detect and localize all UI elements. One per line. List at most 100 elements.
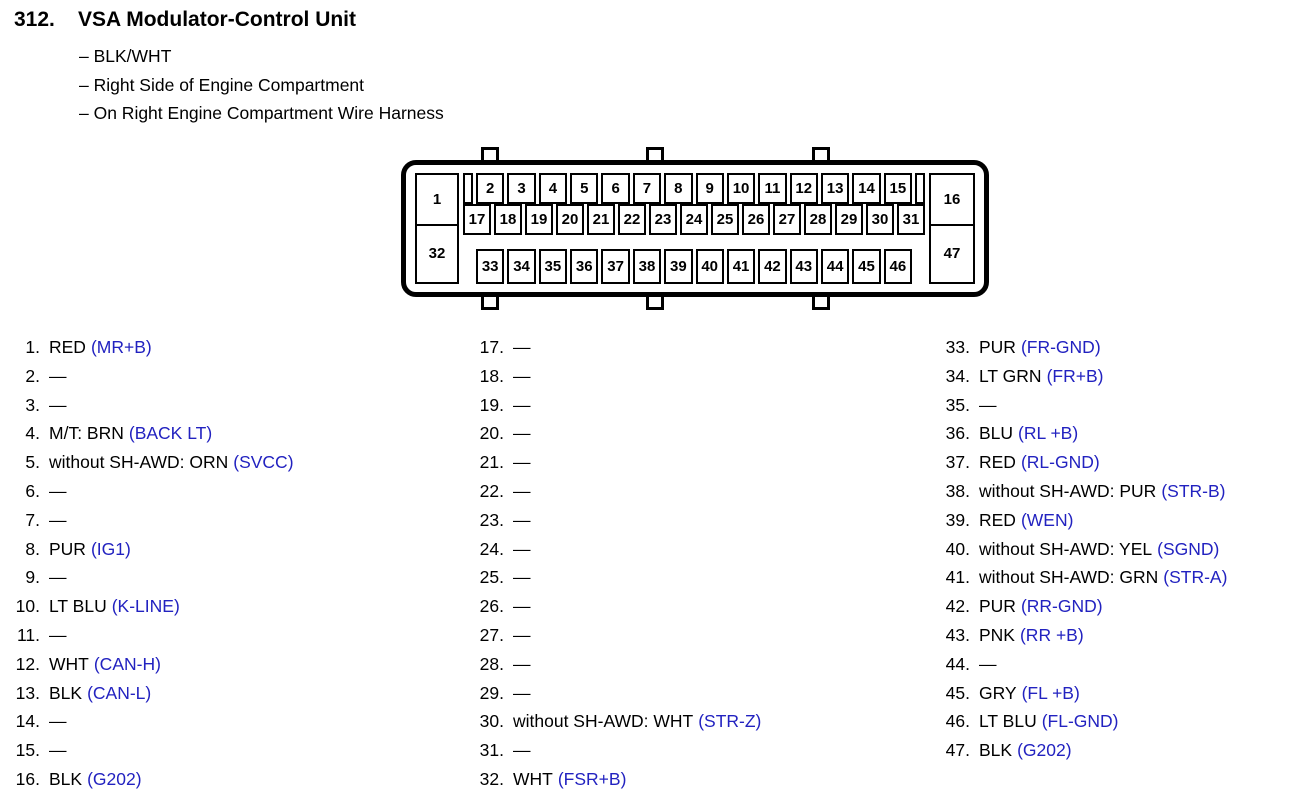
- subtitle-location: – Right Side of Engine Compartment: [79, 74, 365, 95]
- pin-number: 8.: [25, 538, 40, 559]
- pin-number: 45.: [945, 682, 970, 703]
- pin-number: 43.: [945, 624, 970, 645]
- pin-entry-21: 21.—: [470, 448, 761, 477]
- pin-entry-12: 12.WHT(CAN-H): [10, 650, 294, 679]
- connector-pin-34: 34: [507, 249, 536, 284]
- pin-wire-color: PUR: [979, 596, 1016, 617]
- pin-wire-color: RED: [979, 509, 1016, 530]
- connector-pin-24: 24: [680, 204, 708, 235]
- connector-pin-16: 16: [929, 173, 975, 227]
- pin-wire-color: —: [513, 394, 531, 415]
- pin-wire-color: —: [513, 509, 531, 530]
- connector-pin-29: 29: [835, 204, 863, 235]
- pin-number: 31.: [479, 740, 504, 761]
- pin-number: 18.: [479, 365, 504, 386]
- pin-entry-33: 33.PUR(FR-GND): [936, 333, 1227, 362]
- pin-number: 9.: [25, 567, 40, 588]
- pin-number: 35.: [945, 394, 970, 415]
- pin-entry-37: 37.RED(RL-GND): [936, 448, 1227, 477]
- subtitle-harness: – On Right Engine Compartment Wire Harne…: [79, 103, 444, 123]
- pin-number: 32.: [479, 768, 504, 789]
- connector-pin-37: 37: [601, 249, 630, 284]
- pin-entry-40: 40.without SH-AWD: YEL(SGND): [936, 535, 1227, 564]
- pin-number: 26.: [479, 596, 504, 617]
- pin-wire-color: BLK: [49, 768, 83, 789]
- pin-entry-9: 9.—: [10, 563, 294, 592]
- connector-pin-15: 15: [883, 173, 913, 204]
- pin-signal-name: (SVCC): [233, 452, 294, 473]
- connector-pin-33: 33: [476, 249, 505, 284]
- pin-number: 22.: [479, 480, 504, 501]
- pin-wire-color: BLK: [979, 740, 1013, 761]
- pin-signal-name: (RR-GND): [1020, 596, 1103, 617]
- pin-number: 2.: [25, 365, 40, 386]
- pin-number: 33.: [945, 337, 970, 357]
- connector-pin-18: 18: [494, 204, 522, 235]
- connector-pin-13: 13: [820, 173, 850, 204]
- connector-pin-23: 23: [649, 204, 677, 235]
- pin-number: 6.: [25, 480, 40, 501]
- pin-number: 41.: [945, 567, 970, 588]
- pin-wire-color: PNK: [979, 624, 1015, 645]
- pin-entry-15: 15.—: [10, 736, 294, 765]
- pin-signal-name: (BACK LT): [128, 423, 213, 444]
- pin-signal-name: (RL +B): [1018, 423, 1079, 444]
- connector-pin-28: 28: [804, 204, 832, 235]
- pin-wire-color: —: [49, 480, 67, 501]
- pin-wire-color: —: [513, 596, 531, 617]
- pin-number: 28.: [479, 653, 504, 674]
- pin-column-1: 1.RED(MR+B)2.—3.—4.M/T: BRN(BACK LT)5.wi…: [10, 333, 294, 794]
- pin-entry-31: 31.—: [470, 736, 761, 765]
- pin-wire-color: RED: [49, 337, 86, 357]
- pin-entry-32: 32.WHT(FSR+B): [470, 765, 761, 794]
- pin-number: 29.: [479, 682, 504, 703]
- pin-wire-color: LT BLU: [49, 596, 107, 617]
- pin-entry-43: 43.PNK(RR +B): [936, 621, 1227, 650]
- pin-wire-color: LT GRN: [979, 365, 1042, 386]
- pin-number: 37.: [945, 452, 970, 473]
- pin-wire-color: —: [513, 480, 531, 501]
- pin-number: 38.: [945, 480, 970, 501]
- connector-pin-27: 27: [773, 204, 801, 235]
- connector-pin-26: 26: [742, 204, 770, 235]
- pin-entry-17: 17.—: [470, 333, 761, 362]
- pin-signal-name: (STR-A): [1163, 567, 1228, 588]
- connector-pin-20: 20: [556, 204, 584, 235]
- pin-entry-36: 36.BLU(RL +B): [936, 419, 1227, 448]
- connector-pin-46: 46: [883, 249, 913, 284]
- pin-number: 30.: [479, 711, 504, 732]
- pin-wire-color: GRY: [979, 682, 1017, 703]
- connector-pin-41: 41: [726, 249, 756, 284]
- connector-pin-30: 30: [866, 204, 894, 235]
- pin-number: 20.: [479, 423, 504, 444]
- pin-entry-23: 23.—: [470, 506, 761, 535]
- pin-entry-42: 42.PUR(RR-GND): [936, 592, 1227, 621]
- connector-pin-10: 10: [726, 173, 756, 204]
- connector-pin-44: 44: [820, 249, 850, 284]
- pin-entry-18: 18.—: [470, 362, 761, 391]
- pin-signal-name: (G202): [1017, 740, 1072, 761]
- pin-wire-color: without SH-AWD: PUR: [979, 480, 1157, 501]
- pin-wire-color: WHT: [49, 653, 89, 674]
- connector-pin-12: 12: [789, 173, 818, 204]
- pin-number: 39.: [945, 509, 970, 530]
- pin-entry-34: 34.LT GRN(FR+B): [936, 362, 1227, 391]
- pin-signal-name: (WEN): [1020, 509, 1074, 530]
- pin-number: 25.: [479, 567, 504, 588]
- pin-number: 46.: [945, 711, 970, 732]
- pin-signal-name: (RL-GND): [1020, 452, 1100, 473]
- pin-wire-color: —: [49, 624, 67, 645]
- connector-pin-2: 2: [476, 173, 505, 204]
- pin-entry-10: 10.LT BLU(K-LINE): [10, 592, 294, 621]
- pin-entry-46: 46.LT BLU(FL-GND): [936, 707, 1227, 736]
- pin-number: 3.: [25, 394, 40, 415]
- pin-wire-color: —: [513, 538, 531, 559]
- pin-number: 16.: [15, 768, 40, 789]
- pin-wire-color: —: [513, 624, 531, 645]
